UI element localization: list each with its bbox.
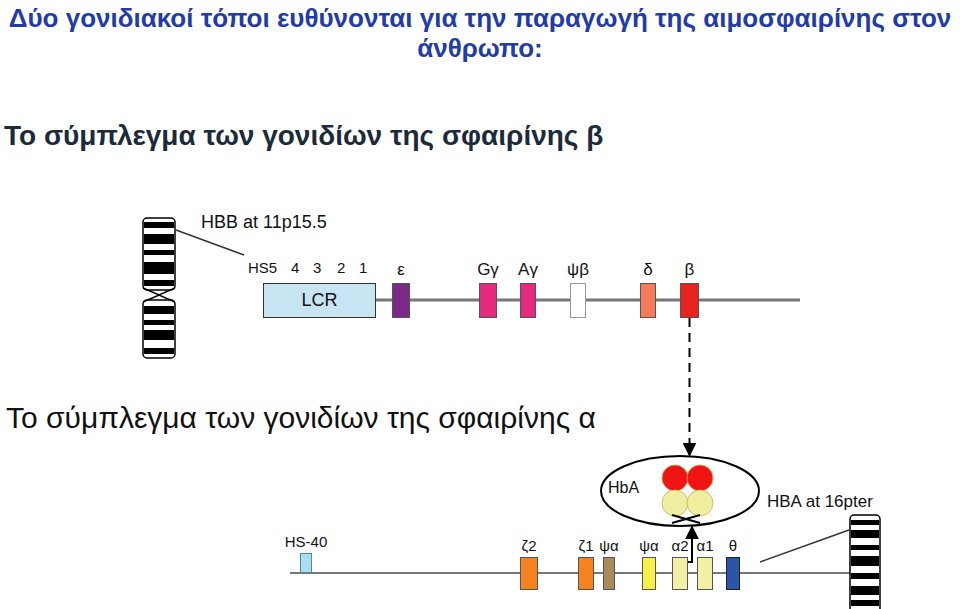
- chromosome-band: [144, 348, 174, 354]
- gene-label: HS-40: [285, 534, 328, 551]
- hemoglobin-ellipse: HbA: [600, 455, 760, 527]
- globin-subunit: [662, 465, 688, 491]
- leader-line: [176, 230, 244, 255]
- gene-label: δ: [643, 261, 652, 280]
- hypersensitive-site: 1: [359, 259, 367, 276]
- locus-label: HBB at 11p15.5: [199, 212, 329, 233]
- globin-subunit: [687, 465, 713, 491]
- control-region-box: LCR: [263, 283, 376, 318]
- chromosome-line: [376, 299, 800, 302]
- gene-label: ζ1: [579, 538, 594, 555]
- chromosome-band: [851, 586, 879, 595]
- gene-label: ψβ: [567, 261, 589, 280]
- leader-line: [760, 530, 849, 562]
- chromosome-band: [144, 320, 174, 325]
- chromosome-band: [144, 306, 174, 314]
- gene-label: ε: [397, 261, 405, 280]
- gene-box: ζ1: [578, 557, 594, 590]
- gene-box: Aγ: [520, 283, 536, 318]
- gene-box: β: [680, 283, 699, 318]
- locus-label: HBA at 16pter: [765, 492, 875, 512]
- globin-subunit: [687, 490, 713, 516]
- region-label: LCR: [301, 290, 337, 311]
- gene-label: θ: [729, 538, 737, 555]
- gene-label: ψα: [599, 538, 618, 555]
- gene-box: ψα: [642, 557, 656, 590]
- chromosome-band: [851, 530, 879, 538]
- chromosome-ideogram: [143, 218, 175, 358]
- gene-label: α1: [696, 538, 713, 555]
- gene-box: ψα: [603, 557, 615, 590]
- chromosome-band: [144, 234, 174, 244]
- hypersensitive-site: 2: [337, 259, 345, 276]
- assembly-mark: [672, 515, 700, 523]
- hypersensitive-site: 4: [291, 259, 299, 276]
- chromosome-band: [851, 520, 879, 525]
- gene-box: ε: [392, 283, 410, 318]
- cluster-heading: Το σύμπλεγμα των γονιδίων της σφαιρίνης …: [4, 401, 598, 436]
- gene-box: α2: [672, 557, 688, 590]
- gene-label: β: [685, 261, 695, 280]
- chromosome-ideogram: [850, 515, 880, 609]
- chromosome-band: [144, 222, 174, 228]
- chromosome-line: [290, 572, 850, 574]
- gene-box: δ: [640, 283, 656, 318]
- globin-subunit: [662, 490, 688, 516]
- chromosome-band: [851, 573, 879, 579]
- gene-label: ζ2: [522, 538, 537, 555]
- chromosome-band: [851, 556, 879, 566]
- cluster-heading: Το σύμπλεγμα των γονιδίων της σφαιρίνης …: [4, 120, 603, 152]
- gene-label: Gγ: [477, 261, 499, 280]
- gene-box: Gγ: [479, 283, 497, 318]
- gene-box: α1: [697, 557, 713, 590]
- chromosome-band: [144, 250, 174, 255]
- chromosome-band: [144, 280, 174, 286]
- gene-box: θ: [726, 557, 740, 590]
- chromosome-band: [851, 545, 879, 550]
- gene-label: Aγ: [518, 261, 538, 280]
- expression-arrow: [689, 318, 691, 455]
- expression-arrow: [688, 527, 692, 562]
- hypersensitive-site: HS5: [248, 259, 277, 276]
- ellipse-outline: [601, 456, 759, 526]
- gene-box: ζ2: [520, 557, 538, 590]
- slide-title: Δύο γονιδιακοί τόποι ευθύνονται για την …: [6, 4, 954, 64]
- chromosome-band: [144, 330, 174, 340]
- gene-label: α2: [671, 538, 688, 555]
- gene-box: HS-40: [300, 553, 312, 573]
- hypersensitive-site: 3: [313, 259, 321, 276]
- chromosome-band: [144, 262, 174, 274]
- gene-label: ψα: [639, 538, 658, 555]
- gene-box: ψβ: [570, 283, 586, 318]
- chromosome-band: [851, 600, 879, 606]
- protein-label: HbA: [608, 479, 639, 497]
